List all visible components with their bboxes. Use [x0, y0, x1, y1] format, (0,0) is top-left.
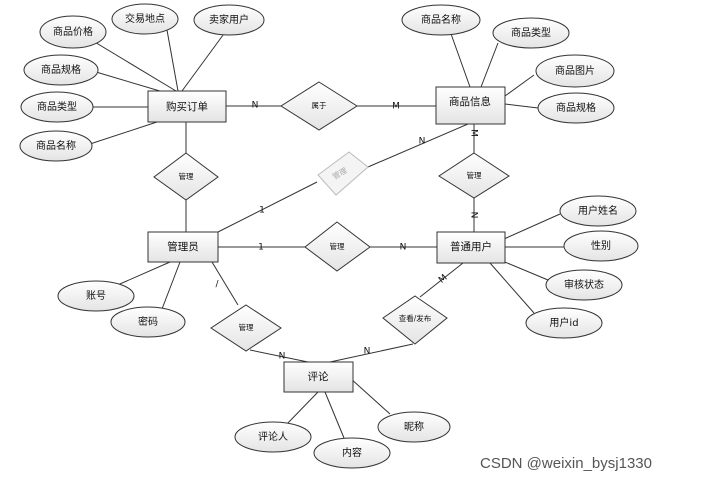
attribute-order-place-label: 交易地点 [125, 12, 165, 25]
attribute-order-seller: 卖家用户 [193, 4, 265, 36]
cardinality-user-manage-admin: N [400, 243, 407, 253]
edge-comment-nickname [349, 377, 391, 415]
cardinality-product-faded: N [419, 137, 426, 147]
edge-product-type [480, 42, 499, 88]
attribute-order-seller-label: 卖家用户 [209, 13, 249, 26]
edge-order-name [89, 120, 161, 145]
relationship-manage-product-faded: 管理 [317, 151, 369, 196]
edge-user-view [419, 262, 464, 298]
edge-product-image [504, 74, 535, 97]
attribute-admin-account-label: 账号 [86, 290, 106, 302]
cardinality-admin-manage-user: 1 [258, 243, 264, 253]
relationship-manage-user-label: 管理 [330, 241, 345, 251]
edge-admin-account [112, 261, 171, 288]
cardinality-order-belongs: N [252, 101, 259, 111]
relationship-belongs-to-label: 属于 [312, 101, 327, 110]
edge-admin-password [161, 261, 181, 310]
edge-faded-product [367, 123, 469, 168]
cardinality-admin-comment: / [215, 280, 219, 290]
cardinality-product-manage: M [469, 129, 479, 137]
attribute-order-price: 商品价格 [39, 15, 107, 49]
edge-order-seller [181, 30, 227, 92]
cardinality-admin-faded: 1 [259, 206, 265, 216]
entity-comment-label: 评论 [308, 370, 329, 383]
attribute-order-name: 商品名称 [19, 130, 93, 162]
attribute-product-spec-label: 商品规格 [556, 101, 596, 114]
attribute-product-spec: 商品规格 [537, 92, 615, 124]
edge-order-place [166, 29, 179, 92]
attribute-user-id-label: 用户id [549, 316, 578, 329]
attribute-user-name: 用户姓名 [559, 195, 637, 227]
watermark: CSDN @weixin_bysj1330 [480, 455, 652, 472]
cardinality-comment-user: N [364, 347, 371, 357]
attribute-user-id: 用户id [525, 307, 603, 339]
attribute-comment-content-label: 内容 [342, 446, 362, 459]
relationship-manage-comment-label: 管理 [239, 322, 254, 332]
attribute-product-image-label: 商品图片 [555, 64, 595, 77]
entity-comment: 评论 [283, 361, 354, 393]
edge-product-spec [504, 103, 539, 109]
attribute-comment-nickname: 昵称 [377, 411, 451, 443]
attribute-order-spec: 商品规格 [23, 54, 99, 86]
attribute-order-spec-label: 商品规格 [41, 63, 81, 76]
attribute-user-audit: 审核状态 [545, 269, 623, 301]
attribute-comment-author-label: 评论人 [258, 430, 288, 443]
attribute-order-type-label: 商品类型 [37, 100, 77, 113]
entity-admin-label: 管理员 [167, 240, 199, 253]
attribute-user-name-label: 用户姓名 [578, 204, 618, 217]
relationship-view-publish-label: 查看/发布 [399, 313, 432, 323]
relationship-manage-comment: 管理 [210, 304, 282, 352]
relationship-manage-order: 管理 [153, 152, 219, 201]
attribute-product-image: 商品图片 [535, 54, 615, 88]
relationship-manage-product-user: 管理 [438, 152, 510, 199]
attribute-user-gender: 性别 [563, 230, 639, 262]
relationship-manage-order-label: 管理 [179, 171, 194, 181]
relationship-manage-product-user-label: 管理 [467, 170, 482, 180]
attribute-order-type: 商品类型 [20, 91, 94, 123]
attribute-product-name-label: 商品名称 [421, 13, 461, 26]
entity-regular-user: 普通用户 [436, 231, 506, 264]
attribute-order-name-label: 商品名称 [36, 139, 76, 152]
edge-comment-author [284, 391, 319, 427]
edge-user-audit [499, 259, 549, 281]
attribute-user-audit-label: 审核状态 [564, 278, 604, 291]
attribute-admin-account: 账号 [57, 280, 135, 312]
relationship-view-publish: 查看/发布 [382, 295, 448, 345]
entity-purchase-order-label: 购买订单 [166, 100, 208, 113]
relationship-belongs-to: 属于 [280, 81, 358, 131]
edge-admin-manage-comment [211, 261, 239, 306]
attribute-comment-nickname-label: 昵称 [404, 420, 424, 433]
edge-manage-comment [249, 349, 309, 363]
attribute-product-type: 商品类型 [492, 17, 570, 49]
edge-order-price [92, 40, 177, 92]
attribute-product-name: 商品名称 [401, 4, 481, 36]
edge-user-id [489, 262, 535, 314]
attribute-comment-author: 评论人 [234, 421, 312, 453]
entity-admin: 管理员 [147, 231, 219, 263]
connectors [89, 29, 564, 439]
attribute-product-type-label: 商品类型 [511, 26, 551, 39]
cardinality-user-manage-product: N [469, 212, 479, 219]
attribute-user-gender-label: 性别 [591, 239, 611, 252]
entity-purchase-order: 购买订单 [147, 90, 227, 123]
entity-product-info-label: 商品信息 [449, 95, 491, 108]
attribute-comment-content: 内容 [313, 437, 391, 469]
entity-regular-user-label: 普通用户 [450, 240, 492, 253]
cardinality-product-belongs: M [392, 102, 400, 112]
attribute-order-price-label: 商品价格 [53, 25, 93, 38]
edge-product-name [449, 30, 471, 88]
attribute-admin-password-label: 密码 [138, 315, 158, 328]
edge-view-comment [329, 343, 414, 363]
cardinality-comment-admin: N [279, 352, 286, 362]
edge-order-spec [95, 71, 171, 95]
edge-admin-faded [215, 181, 318, 234]
attribute-order-place: 交易地点 [111, 3, 179, 35]
relationship-manage-user: 管理 [304, 221, 371, 272]
edge-user-name [503, 213, 561, 240]
edge-comment-content [324, 391, 345, 439]
attribute-admin-password: 密码 [110, 306, 186, 338]
entity-product-info: 商品信息 [435, 86, 506, 125]
